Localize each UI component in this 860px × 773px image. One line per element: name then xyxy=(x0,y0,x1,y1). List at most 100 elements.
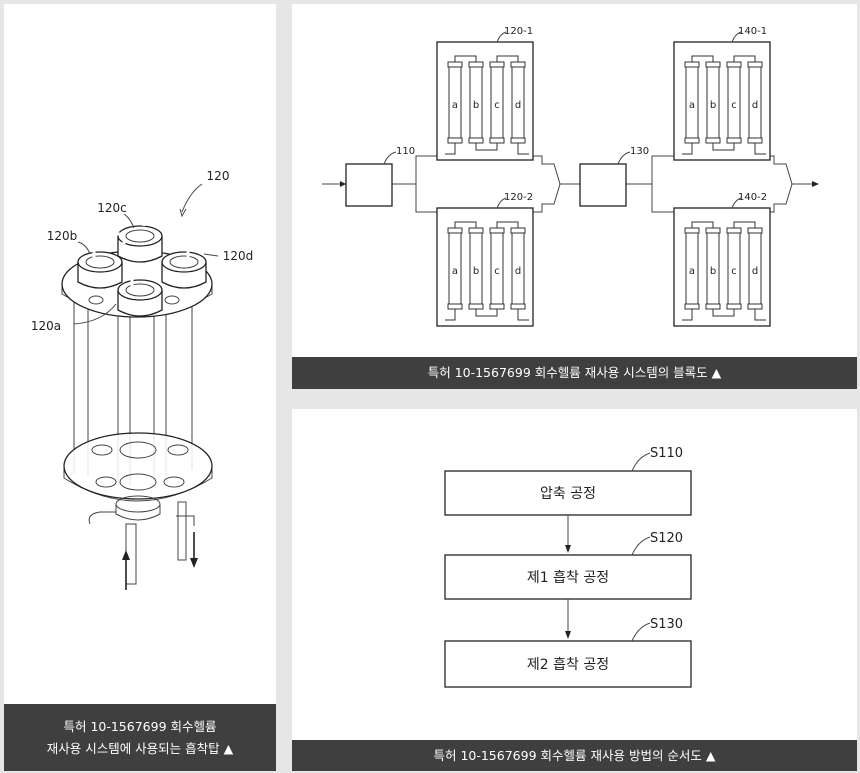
label-110: 110 xyxy=(396,146,415,157)
top-pipes xyxy=(92,207,190,290)
group-120-1: a b c d 120-1 xyxy=(436,26,534,161)
leader-lines xyxy=(73,183,219,325)
group-140-2: a b c d 140-2 xyxy=(673,192,771,327)
column-letter-b: b xyxy=(473,266,479,277)
column-cap xyxy=(447,227,463,234)
label-120: 120 xyxy=(207,169,230,183)
column-cap xyxy=(510,137,526,144)
step-s110-label: 압축 공정 xyxy=(540,486,596,502)
group-140-1: a b c d 140-1 xyxy=(673,26,771,161)
block-diagram-panel: 110 130 a b c d 120-1 a b c d 120-2 a b c d 140-1… xyxy=(292,4,857,389)
adsorption-tower-drawing: 120 120c 120b 120d 120a xyxy=(31,169,254,590)
tower-caption-line-2: 재사용 시스템에 사용되는 흡착탑 ▲ xyxy=(46,740,234,756)
column-cap xyxy=(468,303,484,310)
step-s120-box xyxy=(444,554,692,600)
column-cap xyxy=(747,227,763,234)
column-pipes xyxy=(682,221,766,321)
step-s120-label: 제1 흡착 공정 xyxy=(527,570,609,586)
column-cap xyxy=(747,303,763,310)
column-cap xyxy=(684,303,700,310)
column-letter-d: d xyxy=(752,100,758,111)
column-cap xyxy=(705,303,721,310)
column-cap xyxy=(489,61,505,68)
step-s110-code: S110 xyxy=(650,446,683,461)
column-letter-d: d xyxy=(515,100,521,111)
flowchart-panel: 압축 공정 S110 제1 흡착 공정 S120 제2 흡착 공정 S130 특… xyxy=(292,409,857,771)
column-cap xyxy=(726,227,742,234)
column-cap xyxy=(489,303,505,310)
column-cap xyxy=(747,137,763,144)
column-letter-c: c xyxy=(494,100,500,111)
column-letter-b: b xyxy=(473,100,479,111)
column-cap xyxy=(726,303,742,310)
label-120a: 120a xyxy=(31,319,61,333)
column-cap xyxy=(726,137,742,144)
column-cap xyxy=(684,61,700,68)
flow-arrow-1 xyxy=(565,545,571,553)
step-s120-code: S120 xyxy=(650,531,683,546)
column-cap xyxy=(684,137,700,144)
column-cap xyxy=(705,137,721,144)
step-s110-box xyxy=(444,470,692,516)
label-120-1: 120-1 xyxy=(504,26,533,37)
column-letter-a: a xyxy=(452,100,458,111)
flow-arrow-2 xyxy=(565,631,571,639)
column-letter-b: b xyxy=(710,266,716,277)
label-140-1: 140-1 xyxy=(738,26,767,37)
block-130 xyxy=(579,163,627,207)
column-pipes xyxy=(445,221,529,321)
tower-tubes xyxy=(73,294,193,486)
tower-caption: 특허 10-1567699 회수헬륨 재사용 시스템에 사용되는 흡착탑 ▲ xyxy=(4,704,276,771)
block-diagram: 110 130 a b c d 120-1 a b c d 120-2 a b c d 140-1… xyxy=(322,26,819,327)
tower-figure-panel: 120 120c 120b 120d 120a 특허 10-1567699 회수… xyxy=(4,4,276,771)
column-cap xyxy=(447,61,463,68)
column-letter-a: a xyxy=(452,266,458,277)
label-120d: 120d xyxy=(223,249,254,263)
column-letter-a: a xyxy=(689,100,695,111)
group-120-2: a b c d 120-2 xyxy=(436,192,534,327)
block-diagram-caption: 특허 10-1567699 회수헬륨 재사용 시스템의 블록도 ▲ xyxy=(292,357,857,389)
column-letter-b: b xyxy=(710,100,716,111)
column-cap xyxy=(510,227,526,234)
input-arrow xyxy=(340,181,346,187)
column-cap xyxy=(489,137,505,144)
label-120c: 120c xyxy=(97,201,127,215)
column-letter-c: c xyxy=(494,266,500,277)
column-letter-d: d xyxy=(752,266,758,277)
flow-arrows xyxy=(122,532,198,590)
column-cap xyxy=(447,303,463,310)
column-cap xyxy=(747,61,763,68)
column-cap xyxy=(510,61,526,68)
column-letter-a: a xyxy=(689,266,695,277)
main-flow-lines xyxy=(322,155,814,213)
output-arrow xyxy=(812,181,819,187)
column-cap xyxy=(726,61,742,68)
column-cap xyxy=(489,227,505,234)
column-cap xyxy=(705,227,721,234)
step-s130-box xyxy=(444,640,692,688)
step-s130-code: S130 xyxy=(650,617,683,632)
label-120b: 120b xyxy=(47,229,78,243)
column-cap xyxy=(705,61,721,68)
label-130: 130 xyxy=(630,146,649,157)
column-letter-c: c xyxy=(731,100,737,111)
step-s130-label: 제2 흡착 공정 xyxy=(527,657,609,673)
column-cap xyxy=(468,61,484,68)
column-cap xyxy=(447,137,463,144)
column-cap xyxy=(468,137,484,144)
flowchart-caption: 특허 10-1567699 회수헬륨 재사용 방법의 순서도 ▲ xyxy=(292,740,857,771)
column-cap xyxy=(510,303,526,310)
column-pipes xyxy=(445,55,529,155)
column-caps xyxy=(77,225,207,317)
label-120-2: 120-2 xyxy=(504,192,533,203)
column-pipes xyxy=(682,55,766,155)
lower-pipes xyxy=(88,495,195,585)
column-letter-d: d xyxy=(515,266,521,277)
column-cap xyxy=(468,227,484,234)
column-cap xyxy=(684,227,700,234)
column-letter-c: c xyxy=(731,266,737,277)
flowchart: 압축 공정 S110 제1 흡착 공정 S120 제2 흡착 공정 S130 xyxy=(444,446,692,688)
block-110 xyxy=(345,163,393,207)
bottom-plate xyxy=(63,432,213,502)
label-140-2: 140-2 xyxy=(738,192,767,203)
